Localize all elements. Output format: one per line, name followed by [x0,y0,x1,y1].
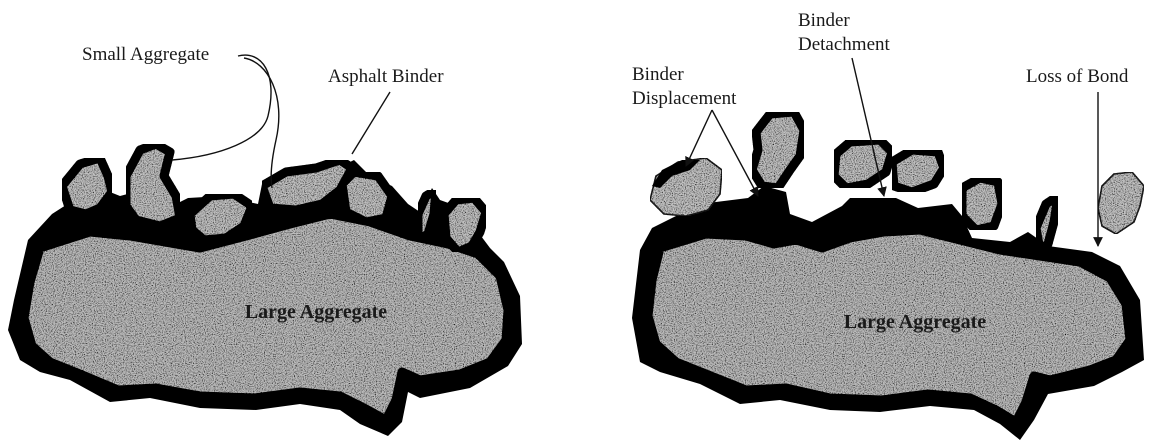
left-large-aggregate-label: Large Aggregate [245,301,387,323]
right-small-aggregate-5 [1036,196,1058,250]
left-small-aggregate-1 [62,158,112,214]
binder-detachment-label-line1: Binder [798,10,850,31]
right-small-aggregate-3 [892,150,944,192]
right-small-aggregate-4 [962,178,1002,230]
left-small-aggregate-5 [342,172,392,222]
small-aggregate-leader-2 [244,58,279,188]
displacement-leader-1 [686,110,712,166]
loss-of-bond-aggregate [1098,172,1144,234]
binder-displacement-label-line2: Displacement [632,88,737,109]
asphalt-binder-label: Asphalt Binder [328,66,444,87]
left-small-aggregate-2 [126,144,180,226]
binder-displacement-label-line1: Binder [632,64,684,85]
asphalt-binder-leader [352,92,390,154]
loss-of-bond-label: Loss of Bond [1026,66,1129,87]
right-small-aggregate-2 [834,140,892,188]
right-large-aggregate-label: Large Aggregate [844,311,986,333]
right-panel: Large Aggregate Binder Displacement Bind… [632,10,1144,440]
small-aggregate-label: Small Aggregate [82,44,209,65]
left-panel: Large Aggregate Small Aggregate Asphalt … [8,44,522,436]
binder-detachment-label-line2: Detachment [798,34,891,55]
right-small-aggregate-1 [752,112,804,188]
small-aggregate-leader-1 [172,55,271,160]
